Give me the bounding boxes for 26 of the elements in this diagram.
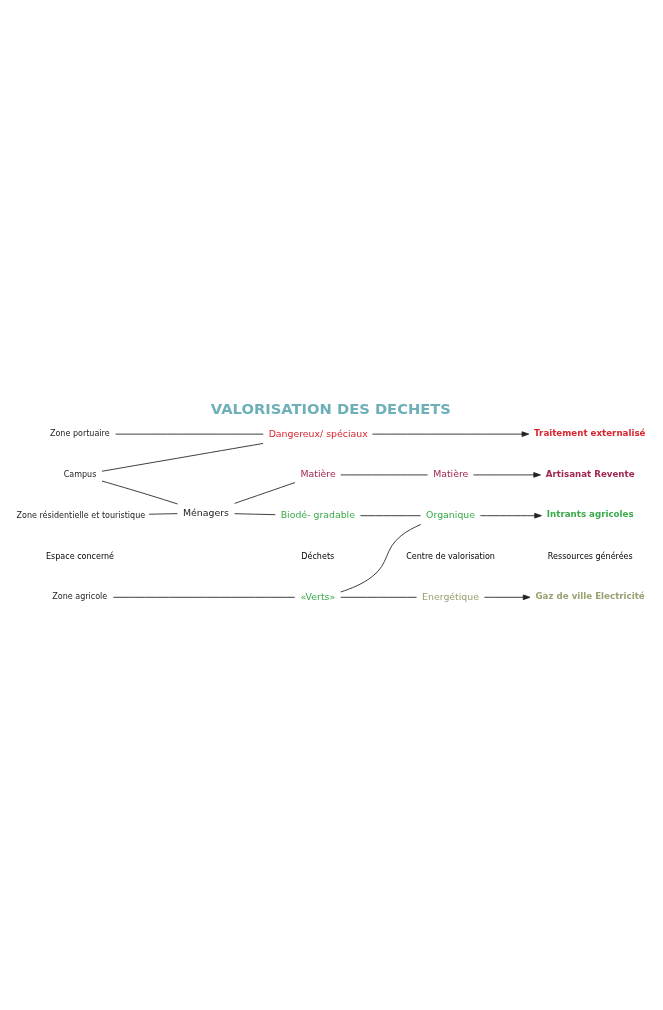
node-text: «Verts» xyxy=(300,590,336,602)
node-text: Intrants agricoles xyxy=(546,509,634,520)
arrow xyxy=(371,431,530,437)
node-text: Artisanat Revente xyxy=(545,468,635,479)
node-text: Matière xyxy=(300,468,336,480)
node-text: Traitement externalisé xyxy=(534,427,646,438)
connector xyxy=(101,443,264,472)
connector xyxy=(234,482,296,504)
node-text: Gaz de ville Electricité xyxy=(535,590,645,601)
connector xyxy=(101,480,179,505)
node-text: Ménagers xyxy=(183,506,229,518)
connector xyxy=(148,513,178,515)
connector xyxy=(359,515,421,517)
node-text: Organique xyxy=(426,509,476,521)
connector xyxy=(112,596,296,598)
connector xyxy=(340,596,418,598)
node-text: Energétique xyxy=(422,590,480,602)
arrow xyxy=(479,512,542,519)
node-text: Matière xyxy=(433,468,469,480)
diagram-title: VALORISATION DES DECHETS xyxy=(210,400,451,418)
arrow xyxy=(473,472,541,478)
arrow xyxy=(483,594,531,601)
node-text: Dangereux/ spéciaux xyxy=(268,427,368,439)
connector xyxy=(340,524,422,593)
node-text: Biodé- gradable xyxy=(280,509,355,521)
connector xyxy=(234,513,276,516)
